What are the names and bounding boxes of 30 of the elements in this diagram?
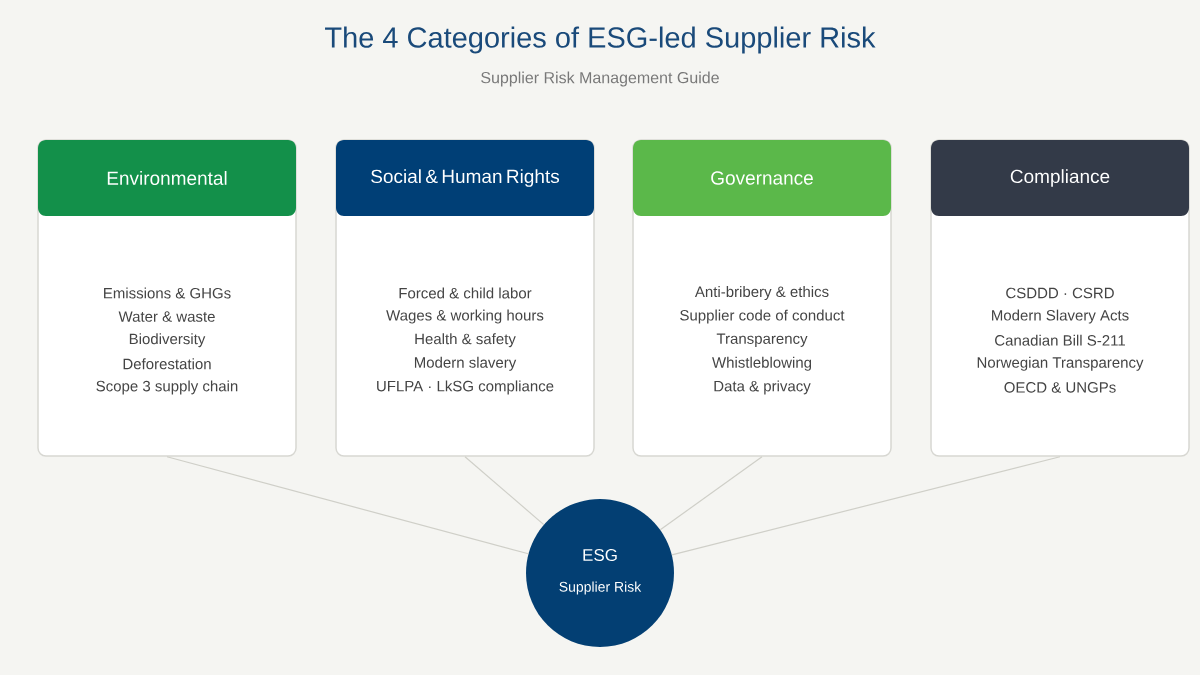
card-header: Environmental xyxy=(107,171,227,185)
card-header: Social & Human Rights xyxy=(371,169,560,187)
list-item: Water & waste xyxy=(118,311,215,322)
list-item: Forced & child labor xyxy=(399,287,532,299)
card-header: Compliance xyxy=(1010,169,1110,187)
connector-line xyxy=(671,456,1061,556)
list-item: UFLPA · LkSG compliance xyxy=(377,380,554,395)
list-item: Deforestation xyxy=(123,358,211,370)
list-item: CSDDD · CSRD xyxy=(1006,287,1114,299)
list-item: Whistleblowing xyxy=(712,356,812,371)
list-item: Biodiversity xyxy=(129,333,206,348)
title: The 4 Categories of ESG-led Supplier Risk xyxy=(325,26,876,54)
subtitle: Supplier Risk Management Guide xyxy=(481,71,719,87)
list-item: OECD & UNGPs xyxy=(1004,382,1116,393)
list-item: Data & privacy xyxy=(714,380,811,395)
list-item: Canadian Bill S-211 xyxy=(995,334,1125,346)
list-item: Modern Slavery Acts xyxy=(992,309,1129,324)
card-header: Governance xyxy=(711,171,813,185)
list-item: Emissions & GHGs xyxy=(104,287,231,299)
list-item: Modern slavery xyxy=(414,356,517,371)
list-item: Wages & working hours xyxy=(386,309,544,324)
list-item: Supplier code of conduct xyxy=(680,309,845,324)
list-item: Anti-bribery & ethics xyxy=(694,286,829,300)
connector-line xyxy=(659,456,763,531)
list-item: Transparency xyxy=(716,333,808,347)
connector-line xyxy=(464,456,545,526)
list-item: Norwegian Transparency xyxy=(977,356,1144,371)
list-item: Scope 3 supply chain xyxy=(96,380,238,395)
connector-line xyxy=(166,456,529,555)
list-item: Health & safety xyxy=(415,333,516,348)
